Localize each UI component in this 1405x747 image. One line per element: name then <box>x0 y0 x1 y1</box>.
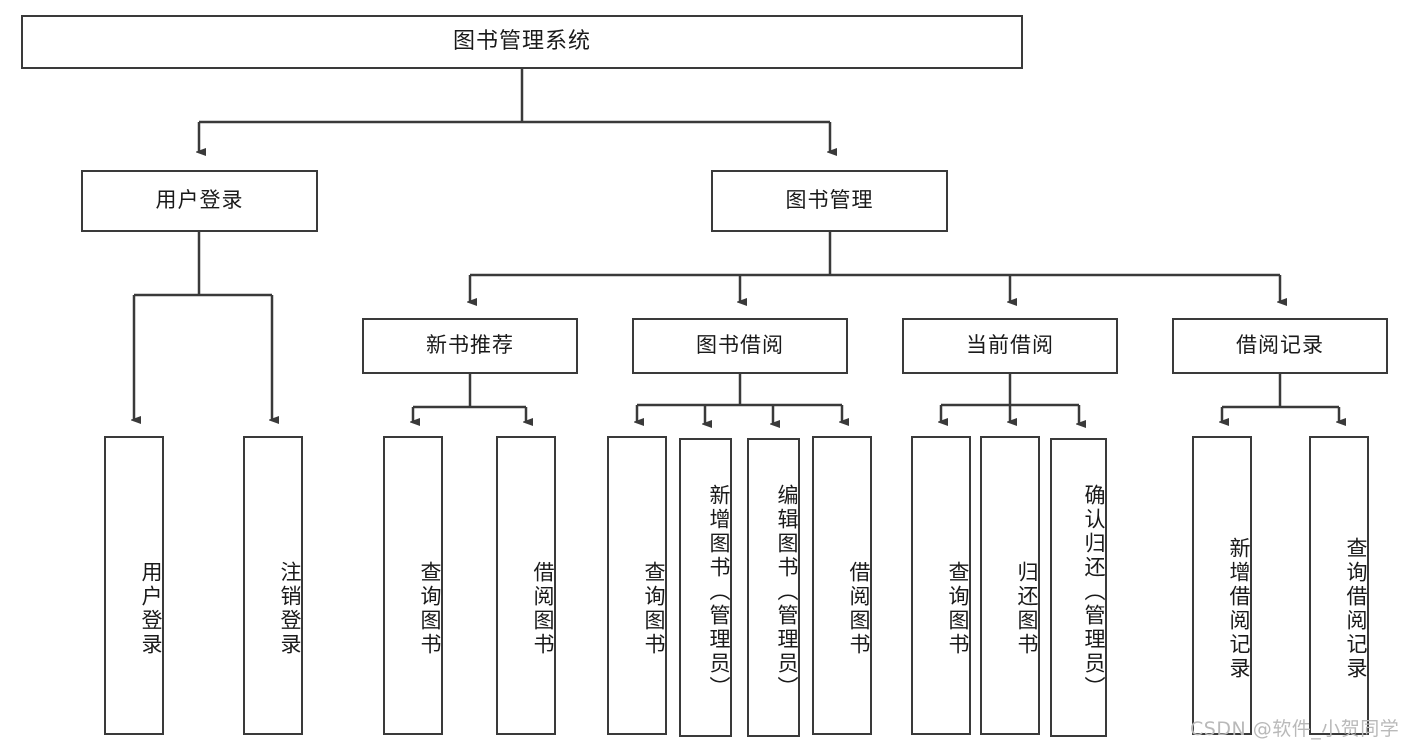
leaf-user-login[interactable]: 用户登录 <box>104 436 164 735</box>
node-user-login-label: 用户登录 <box>155 188 244 213</box>
node-borrow-record[interactable]: 借阅记录 <box>1172 318 1388 374</box>
leaf-add-book-admin[interactable]: 新增图书（管理员） <box>679 438 732 737</box>
leaf-query-borrow-record-label: 查询借阅记录 <box>1344 536 1368 681</box>
leaf-user-login-label: 用户登录 <box>139 560 163 657</box>
node-new-book-recommend[interactable]: 新书推荐 <box>362 318 578 374</box>
leaf-add-book-admin-label: 新增图书（管理员） <box>707 483 731 700</box>
leaf-return-book[interactable]: 归还图书 <box>980 436 1040 735</box>
csdn-watermark: CSDN @软件_小贺同学 <box>1190 718 1400 740</box>
node-book-management-label: 图书管理 <box>785 188 874 213</box>
node-root[interactable]: 图书管理系统 <box>21 15 1023 69</box>
leaf-query-borrow-record[interactable]: 查询借阅记录 <box>1309 436 1369 735</box>
leaf-confirm-return-admin[interactable]: 确认归还（管理员） <box>1050 438 1107 737</box>
node-current-borrow-label: 当前借阅 <box>966 333 1054 358</box>
leaf-query-book-current[interactable]: 查询图书 <box>911 436 971 735</box>
leaf-query-book-borrow[interactable]: 查询图书 <box>607 436 667 735</box>
node-root-label: 图书管理系统 <box>452 28 591 54</box>
node-current-borrow[interactable]: 当前借阅 <box>902 318 1118 374</box>
leaf-query-book-current-label: 查询图书 <box>946 560 970 657</box>
leaf-borrow-book-newbook[interactable]: 借阅图书 <box>496 436 556 735</box>
leaf-query-book-newbook-label: 查询图书 <box>418 560 442 657</box>
node-book-borrow-label: 图书借阅 <box>696 333 784 358</box>
leaf-add-borrow-record-label: 新增借阅记录 <box>1227 536 1251 681</box>
leaf-logout[interactable]: 注销登录 <box>243 436 303 735</box>
node-book-management[interactable]: 图书管理 <box>711 170 948 232</box>
leaf-borrow-book-borrow[interactable]: 借阅图书 <box>812 436 872 735</box>
leaf-add-borrow-record[interactable]: 新增借阅记录 <box>1192 436 1252 735</box>
leaf-query-book-newbook[interactable]: 查询图书 <box>383 436 443 735</box>
leaf-logout-label: 注销登录 <box>278 560 302 657</box>
leaf-edit-book-admin[interactable]: 编辑图书（管理员） <box>747 438 800 737</box>
leaf-query-book-borrow-label: 查询图书 <box>642 560 666 657</box>
leaf-confirm-return-admin-label: 确认归还（管理员） <box>1082 483 1106 700</box>
node-borrow-record-label: 借阅记录 <box>1236 333 1324 358</box>
leaf-borrow-book-newbook-label: 借阅图书 <box>531 560 555 657</box>
leaf-edit-book-admin-label: 编辑图书（管理员） <box>775 483 799 700</box>
node-new-book-recommend-label: 新书推荐 <box>426 333 514 358</box>
node-book-borrow[interactable]: 图书借阅 <box>632 318 848 374</box>
leaf-return-book-label: 归还图书 <box>1015 560 1039 657</box>
leaf-borrow-book-borrow-label: 借阅图书 <box>847 560 871 657</box>
node-user-login[interactable]: 用户登录 <box>81 170 318 232</box>
